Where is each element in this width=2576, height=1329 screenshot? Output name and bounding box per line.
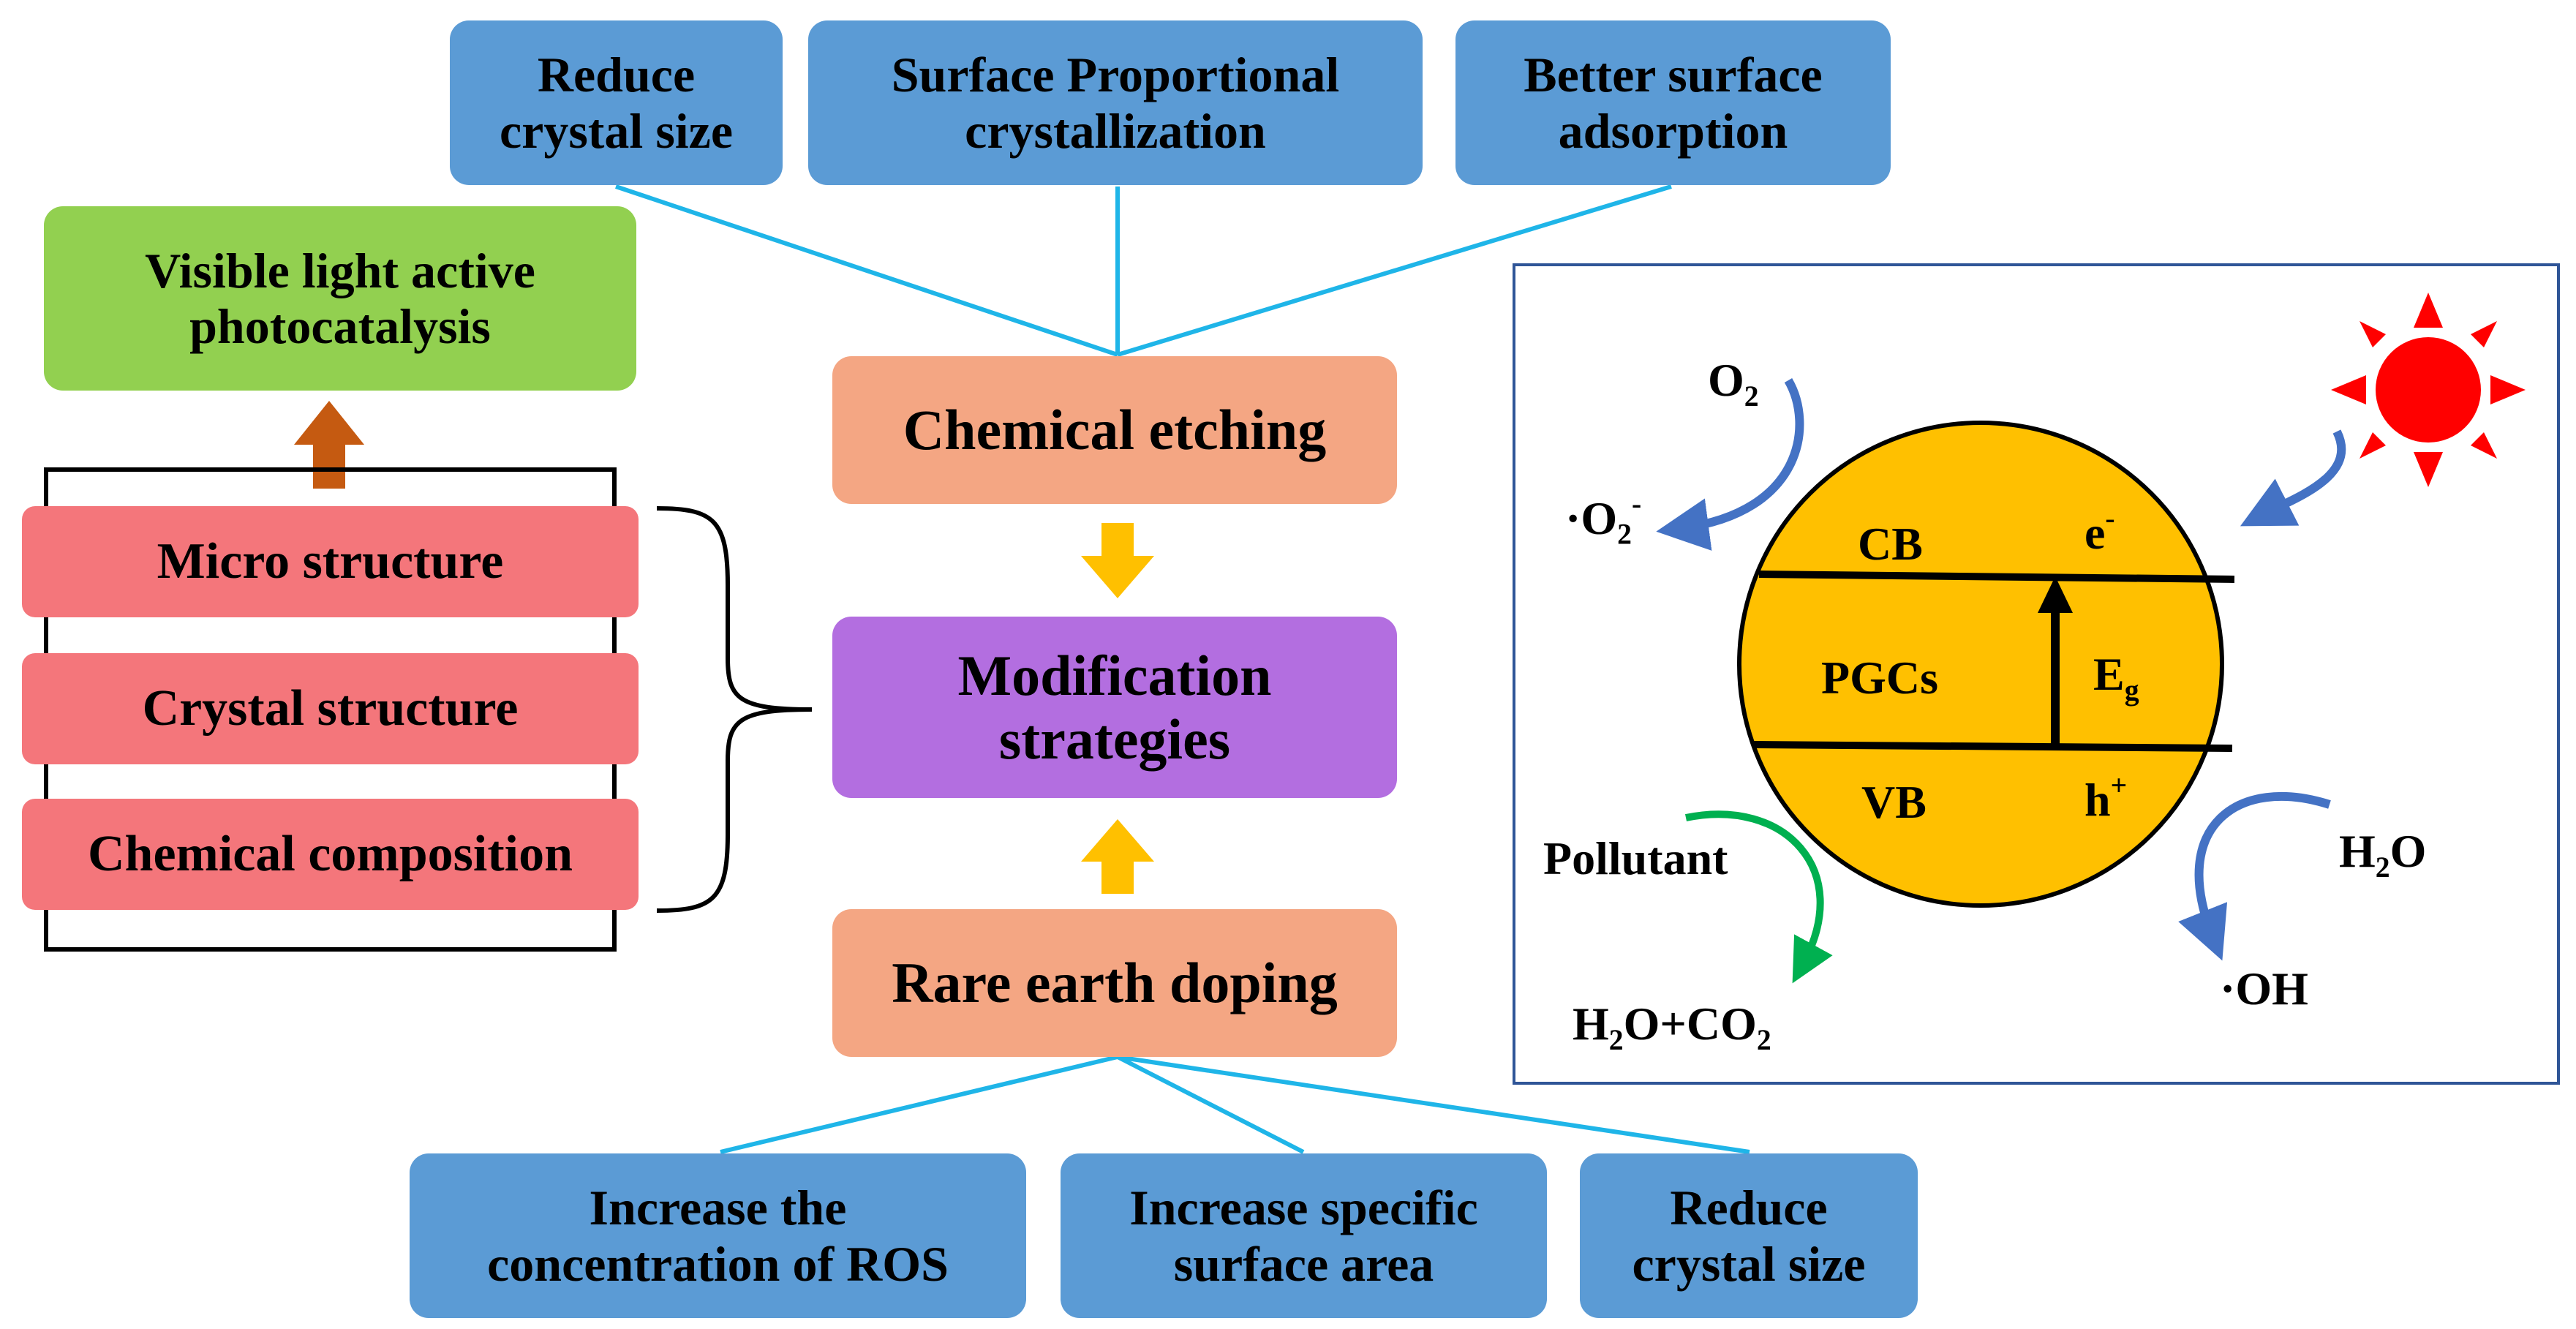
surface-adsorption-box: Better surface adsorption <box>1455 20 1891 185</box>
chemical-composition-box: Chemical composition <box>22 799 639 910</box>
box-label: Chemical composition <box>87 825 573 882</box>
up-arrow-icon <box>1081 819 1154 894</box>
box-label: Increase specific surface area <box>1129 1180 1478 1292</box>
pollutant-degradation-arrow-icon <box>1684 810 1833 984</box>
o2-reduction-arrow-icon <box>1656 377 1804 551</box>
box-label: Micro structure <box>157 532 504 590</box>
rare-earth-doping-box: Rare earth doping <box>832 909 1397 1057</box>
crystal-structure-box: Crystal structure <box>22 653 639 764</box>
reduce-crystal-size-box-bottom: Reduce crystal size <box>1580 1153 1918 1318</box>
arrow-head-icon <box>2038 576 2073 613</box>
box-label: Rare earth doping <box>892 951 1338 1015</box>
curly-brace <box>656 506 813 913</box>
chemical-etching-box: Chemical etching <box>832 356 1397 504</box>
box-label: Modification strategies <box>957 643 1272 771</box>
photocatalyst-particle <box>1737 421 2224 908</box>
cb-label: CB <box>1858 518 1923 570</box>
box-label: Crystal structure <box>142 679 519 737</box>
increase-ros-box: Increase the concentration of ROS <box>410 1153 1026 1318</box>
mechanism-panel <box>1513 263 2560 1085</box>
box-label: Visible light active photocatalysis <box>145 242 535 354</box>
connector-line <box>1117 1055 1750 1154</box>
micro-structure-box: Micro structure <box>22 506 639 617</box>
increase-surface-area-box: Increase specific surface area <box>1061 1153 1547 1318</box>
connector-line <box>615 184 1118 357</box>
pollutant-label: Pollutant <box>1543 832 1728 884</box>
h2o-label: H2O <box>2339 825 2427 884</box>
box-label: Reduce crystal size <box>1632 1180 1866 1292</box>
connector-line <box>720 1055 1118 1154</box>
cb-band-line <box>1758 571 2235 583</box>
hydroxyl-label: ·OH <box>2220 963 2308 1014</box>
down-arrow-icon <box>1081 523 1154 598</box>
electron-label: e- <box>2084 502 2115 559</box>
sun-icon <box>2331 293 2526 487</box>
vb-label: VB <box>1861 776 1927 828</box>
pgcs-label: PGCs <box>1821 652 1938 704</box>
box-label: Increase the concentration of ROS <box>487 1180 949 1292</box>
up-arrow-icon <box>294 401 364 489</box>
products-label: H2O+CO2 <box>1573 998 1771 1056</box>
hole-label: h+ <box>2084 769 2128 826</box>
box-label: Chemical etching <box>903 398 1327 462</box>
modification-strategies-box: Modification strategies <box>832 617 1397 798</box>
reduce-crystal-size-box-top: Reduce crystal size <box>450 20 783 185</box>
light-arrow-icon <box>2240 429 2346 527</box>
vb-band-line <box>1752 741 2233 752</box>
eg-label: Eg <box>2093 648 2139 707</box>
connector-line <box>1117 184 1672 357</box>
box-label: Surface Proportional crystallization <box>891 47 1340 159</box>
superoxide-label: ·O2- <box>1565 488 1642 551</box>
visible-light-box: Visible light active photocatalysis <box>44 206 636 391</box>
o2-label: O2 <box>1708 354 1759 413</box>
h2o-oxidation-arrow-icon <box>2178 791 2331 961</box>
box-label: Reduce crystal size <box>499 47 734 159</box>
surface-crystallization-box: Surface Proportional crystallization <box>808 20 1423 185</box>
box-label: Better surface adsorption <box>1524 47 1823 159</box>
connector-line <box>1116 1055 1305 1154</box>
